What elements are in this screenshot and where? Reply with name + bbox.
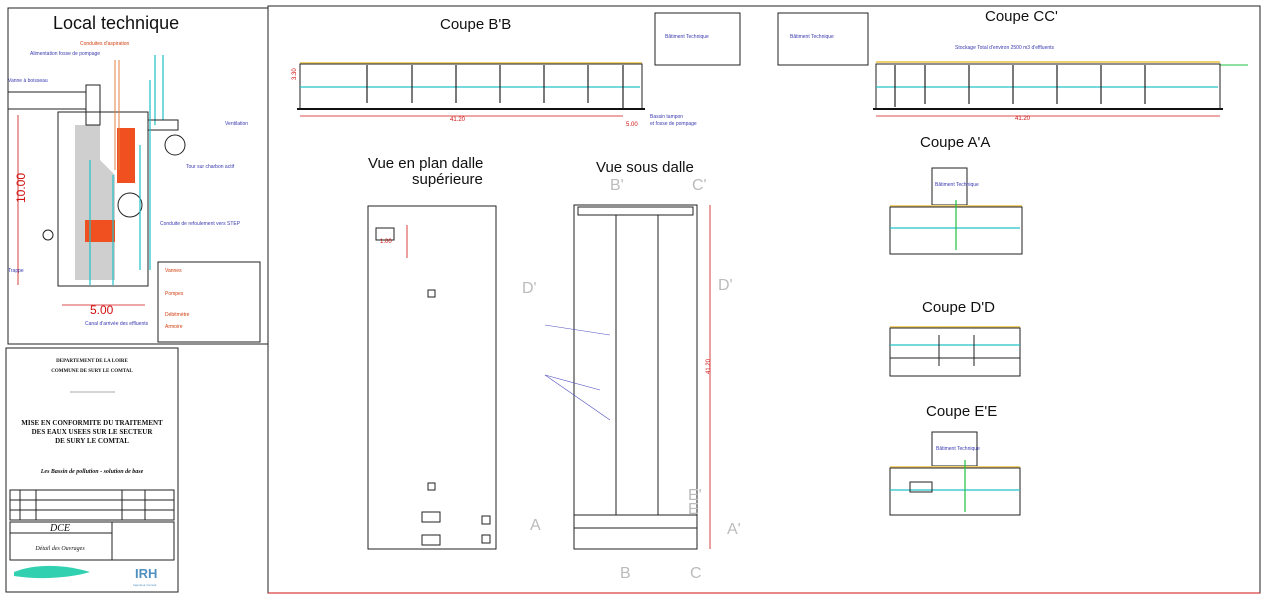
coupe-ee-view: Coupe E'E Bâtiment Technique: [889, 403, 1021, 516]
box-label: Bâtiment Technique: [936, 446, 980, 452]
note: Ventilation: [225, 121, 248, 127]
subtitle: Les Bassin de pollution - solution de ba…: [40, 469, 144, 475]
project-title: DES EAUX USEES SUR LE SECTEUR: [32, 428, 154, 436]
project-title: MISE EN CONFORMITE DU TRAITEMENT: [21, 419, 163, 427]
local-technique-title: Local technique: [53, 13, 179, 33]
section-marker: A: [530, 517, 541, 534]
coupe-aa-title: Coupe A'A: [920, 134, 990, 151]
coupe-ee-title: Coupe E'E: [926, 403, 997, 420]
section-marker: B': [610, 177, 624, 194]
note: et fosse de pompage: [650, 121, 697, 127]
section-marker: A': [727, 521, 741, 538]
storage-note: Stockage Total d'environ 2500 m3 d'efflu…: [955, 45, 1055, 51]
commune: COMMUNE DE SURY LE COMTAL: [51, 369, 133, 374]
dim-height: 3.30: [292, 68, 298, 80]
project-title: DE SURY LE COMTAL: [55, 437, 129, 445]
section-marker: C': [692, 177, 707, 194]
plan-dalle-view: Vue en plan dalle supérieure 1.00: [367, 155, 497, 550]
plan-dalle-title: Vue en plan dalle: [368, 155, 483, 172]
legend-item: Pompes: [165, 291, 184, 297]
section-marker: D': [718, 277, 733, 294]
coupe-bb-view: Coupe B'B Bâtiment Technique 41.20 3.30 …: [292, 12, 741, 128]
section-marker: D': [522, 280, 537, 297]
dim-length: 41.20: [706, 358, 712, 374]
dim-length: 41.20: [450, 117, 466, 123]
note: Alimentation fosse de pompage: [30, 51, 100, 57]
section-marker: E': [688, 487, 702, 504]
title-block-frame: [5, 347, 179, 593]
coupe-aa-view: Coupe A'A Bâtiment Technique: [889, 134, 1023, 255]
dim-width: 5.00: [90, 303, 114, 317]
section-marker: E: [688, 501, 699, 518]
company-logo-wave: [14, 565, 90, 579]
box-label: Bâtiment Technique: [790, 34, 834, 40]
sous-dalle-view: Vue sous dalle 41.20 B' C' D' D' A A' E …: [522, 159, 741, 582]
sheet-title: Détail des Ouvrages: [34, 546, 85, 552]
box-label: Bâtiment Technique: [935, 182, 979, 188]
department: DEPARTEMENT DE LA LOIRE: [56, 359, 128, 364]
dim: 1.00: [380, 239, 392, 245]
local-technique-frame: [7, 7, 269, 345]
note: Bassin tampon: [650, 114, 683, 120]
company-sub: Ingénieur Conseil: [133, 583, 157, 587]
company-logo: IRH: [135, 566, 157, 581]
plan-dalle-title: supérieure: [412, 171, 483, 188]
dim-pit: 5.00: [626, 122, 638, 128]
legend-item: Vannes: [165, 268, 182, 274]
legend-box: [157, 261, 261, 343]
local-technique-view: Local technique 10.00 5.00 Conduites d'a…: [7, 13, 261, 343]
dim-length: 41.20: [1015, 116, 1031, 122]
legend-item: Débitmètre: [165, 312, 190, 318]
main-frame: [267, 5, 1261, 594]
note: Conduites d'aspiration: [80, 41, 130, 47]
title-block: DEPARTEMENT DE LA LOIRE COMMUNE DE SURY …: [9, 359, 175, 587]
coupe-bb-title: Coupe B'B: [440, 16, 511, 33]
note: Conduite de refoulement vers STEP: [160, 221, 241, 227]
coupe-dd-view: Coupe D'D: [889, 299, 1021, 377]
phase: DCE: [49, 523, 70, 534]
coupe-cc-title: Coupe CC': [985, 8, 1058, 25]
legend-item: Armoire: [165, 324, 183, 330]
sous-dalle-title: Vue sous dalle: [596, 159, 694, 176]
note: Canal d'arrivée des effluents: [85, 321, 149, 327]
dim-height: 10.00: [14, 173, 28, 203]
note: Vanne à boisseau: [8, 78, 48, 84]
coupe-cc-view: Coupe CC' Bâtiment Technique Stockage To…: [777, 8, 1248, 122]
note: Trappe: [8, 268, 24, 274]
box-label: Bâtiment Technique: [665, 34, 709, 40]
section-marker: B: [620, 565, 631, 582]
coupe-dd-title: Coupe D'D: [922, 299, 995, 316]
note: Tour sur charbon actif: [186, 164, 235, 170]
section-marker: C: [690, 565, 702, 582]
